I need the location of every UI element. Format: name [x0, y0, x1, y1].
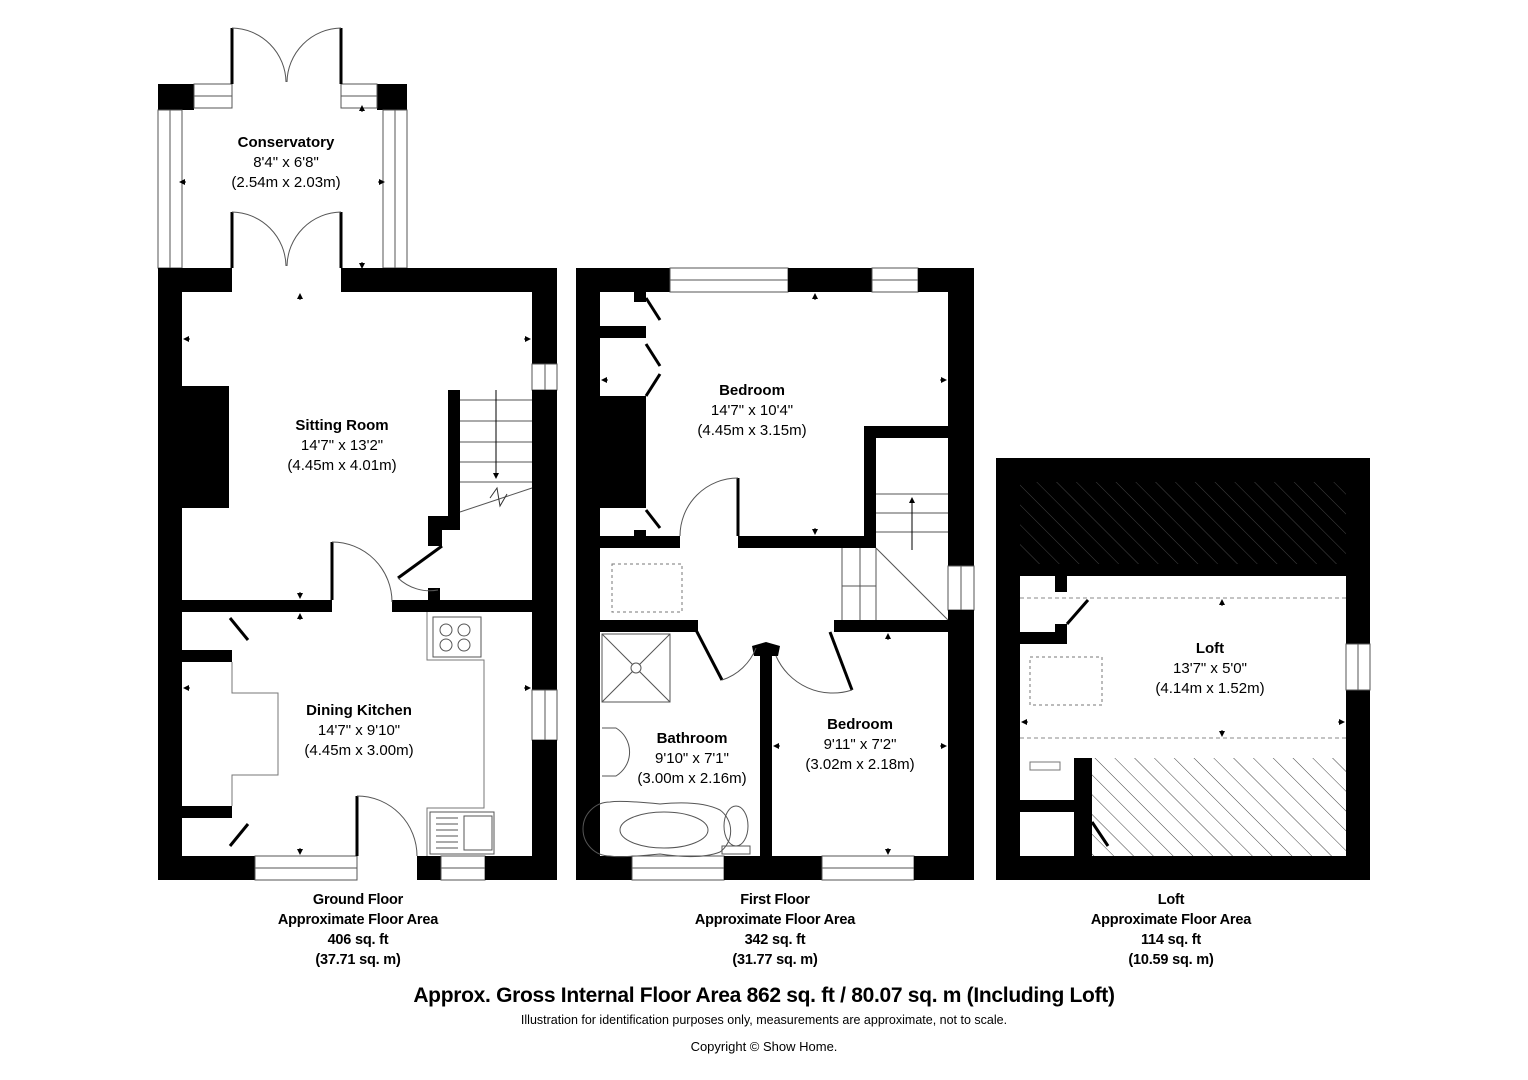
room-dim-metric-sitting-room: (4.45m x 4.01m)	[287, 457, 396, 474]
floor-area-sqft: 406 sq. ft	[327, 932, 389, 948]
ground-floor-area-label: Ground Floor Approximate Floor Area 406 …	[228, 890, 488, 970]
copyright: Copyright © Show Home.	[690, 1039, 838, 1054]
floor-area-sqft: 114 sq. ft	[1140, 932, 1202, 948]
room-name-conservatory: Conservatory	[238, 134, 335, 151]
room-name-sitting-room: Sitting Room	[295, 417, 388, 434]
basin-icon	[602, 727, 631, 777]
loft-hatch-2	[1029, 656, 1103, 706]
ground-floor-walls	[158, 268, 558, 881]
first-floor-stairs	[841, 493, 949, 621]
room-dim-imperial-conservatory: 8'4" x 6'8"	[253, 154, 319, 171]
gross-internal-area: Approx. Gross Internal Floor Area 862 sq…	[413, 984, 1115, 1007]
room-dim-metric-dining-kitchen: (4.45m x 3.00m)	[304, 742, 413, 759]
floor-area-label: Approximate Floor Area	[1090, 912, 1252, 928]
loft-plan: Loft 13'7" x 5'0" (4.14m x 1.52m)	[996, 458, 1371, 880]
toilet-icon	[723, 805, 749, 847]
loft-hatch	[611, 563, 683, 613]
bathroom: Bathroom 9'10" x 7'1" (3.00m x 2.16m)	[637, 730, 746, 787]
bathroom-fixtures	[582, 633, 751, 858]
room-name-bedroom-1: Bedroom	[719, 382, 785, 399]
room-name-bedroom-2: Bedroom	[827, 716, 893, 733]
loft-area-label: Loft Approximate Floor Area 114 sq. ft (…	[1041, 890, 1301, 970]
floor-name: Ground Floor	[312, 892, 404, 908]
floor-area-sqm: (37.71 sq. m)	[315, 952, 401, 968]
room-dim-imperial-bathroom: 9'10" x 7'1"	[655, 750, 729, 767]
first-floor-area-label: First Floor Approximate Floor Area 342 s…	[645, 890, 905, 970]
room-name-bathroom: Bathroom	[657, 730, 728, 747]
bedroom-2: Bedroom 9'11" x 7'2" (3.02m x 2.18m)	[773, 633, 947, 855]
room-dim-metric-bathroom: (3.00m x 2.16m)	[637, 770, 746, 787]
shower-tray-icon	[601, 633, 671, 703]
room-name-dining-kitchen: Dining Kitchen	[306, 702, 412, 719]
floor-area-label: Approximate Floor Area	[694, 912, 856, 928]
room-dim-imperial-dining-kitchen: 14'7" x 9'10"	[318, 722, 400, 739]
room-dim-imperial-bedroom-1: 14'7" x 10'4"	[711, 402, 793, 419]
conservatory: Conservatory 8'4" x 6'8" (2.54m x 2.03m)	[157, 27, 408, 269]
room-dim-metric-loft: (4.14m x 1.52m)	[1155, 680, 1264, 697]
floor-name: Loft	[1157, 892, 1185, 908]
ground-floor-stairs	[459, 390, 533, 513]
hob-icon	[432, 616, 482, 658]
bedroom-1: Bedroom 14'7" x 10'4" (4.45m x 3.15m)	[601, 293, 947, 535]
room-dim-imperial-sitting-room: 14'7" x 13'2"	[301, 437, 383, 454]
floor-area-sqm: (10.59 sq. m)	[1128, 952, 1214, 968]
floor-name: First Floor	[740, 892, 810, 908]
sink-icon	[429, 811, 495, 855]
bath-icon	[582, 800, 732, 858]
dining-kitchen: Dining Kitchen 14'7" x 9'10" (4.45m x 3.…	[182, 612, 531, 857]
room-dim-imperial-bedroom-2: 9'11" x 7'2"	[824, 736, 897, 753]
room-dim-metric-bedroom-1: (4.45m x 3.15m)	[697, 422, 806, 439]
room-dim-metric-bedroom-2: (3.02m x 2.18m)	[805, 756, 914, 773]
floor-area-sqm: (31.77 sq. m)	[732, 952, 818, 968]
room-dim-imperial-loft: 13'7" x 5'0"	[1173, 660, 1247, 677]
floor-area-label: Approximate Floor Area	[277, 912, 439, 928]
room-dim-metric-conservatory: (2.54m x 2.03m)	[231, 174, 340, 191]
floor-area-sqft: 342 sq. ft	[744, 932, 806, 948]
room-name-loft: Loft	[1196, 640, 1224, 657]
disclaimer: Illustration for identification purposes…	[520, 1013, 1008, 1027]
sitting-room: Sitting Room 14'7" x 13'2" (4.45m x 4.01…	[183, 293, 531, 599]
first-floor-plan: Bedroom 14'7" x 10'4" (4.45m x 3.15m) Ba…	[576, 267, 975, 881]
ground-floor-plan: Conservatory 8'4" x 6'8" (2.54m x 2.03m)	[157, 27, 558, 881]
